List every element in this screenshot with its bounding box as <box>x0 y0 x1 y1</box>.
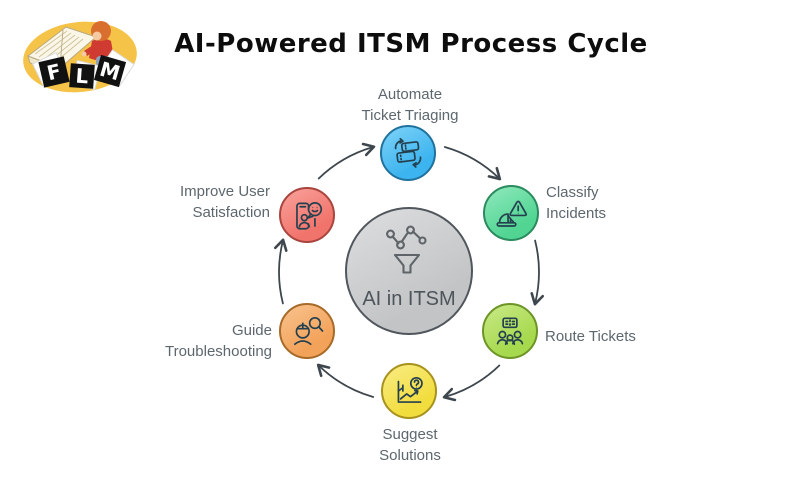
arrow-guide-to-improve <box>273 238 288 305</box>
node-label: Suggest Solutions <box>379 426 441 464</box>
node-suggest-solutions <box>381 363 437 419</box>
node-automate-ticket-triaging <box>380 125 436 181</box>
ticket-people-icon <box>496 317 524 346</box>
center-node: AI in ITSM <box>345 207 473 335</box>
node-label: Guide Troubleshooting <box>164 322 272 360</box>
center-node-label: AI in ITSM <box>362 288 456 310</box>
arrow-automate-to-classify <box>443 146 502 181</box>
page-title: AI-Powered ITSM Process Cycle <box>174 29 648 59</box>
node-improve-user-satisfaction <box>279 187 335 243</box>
chart-question-icon <box>397 376 423 403</box>
arrow-route-to-suggest <box>442 364 501 402</box>
ai-funnel-icon <box>386 225 427 274</box>
node-label: Classify Incidents <box>546 184 607 222</box>
node-route-tickets <box>482 303 538 359</box>
node-label: Improve User Satisfaction <box>179 183 270 221</box>
person-search-icon <box>294 316 324 346</box>
arrow-improve-to-automate <box>317 142 376 180</box>
logo-letter: L <box>75 64 90 89</box>
node-guide-troubleshooting <box>279 303 335 359</box>
node-label: Route Tickets <box>545 328 636 345</box>
alert-triangle-sort-icon <box>496 200 528 227</box>
logo-letter: F <box>45 59 64 85</box>
flm-logo: F L M <box>23 21 137 93</box>
logo-tiles: F L M <box>31 49 135 91</box>
node-label: Automate Ticket Triaging <box>361 86 459 124</box>
node-classify-incidents <box>483 185 539 241</box>
phone-feedback-icon <box>296 202 323 230</box>
arrow-classify-to-route <box>530 239 545 306</box>
ticket-sync-icon <box>394 137 422 168</box>
arrow-suggest-to-guide <box>316 363 375 398</box>
